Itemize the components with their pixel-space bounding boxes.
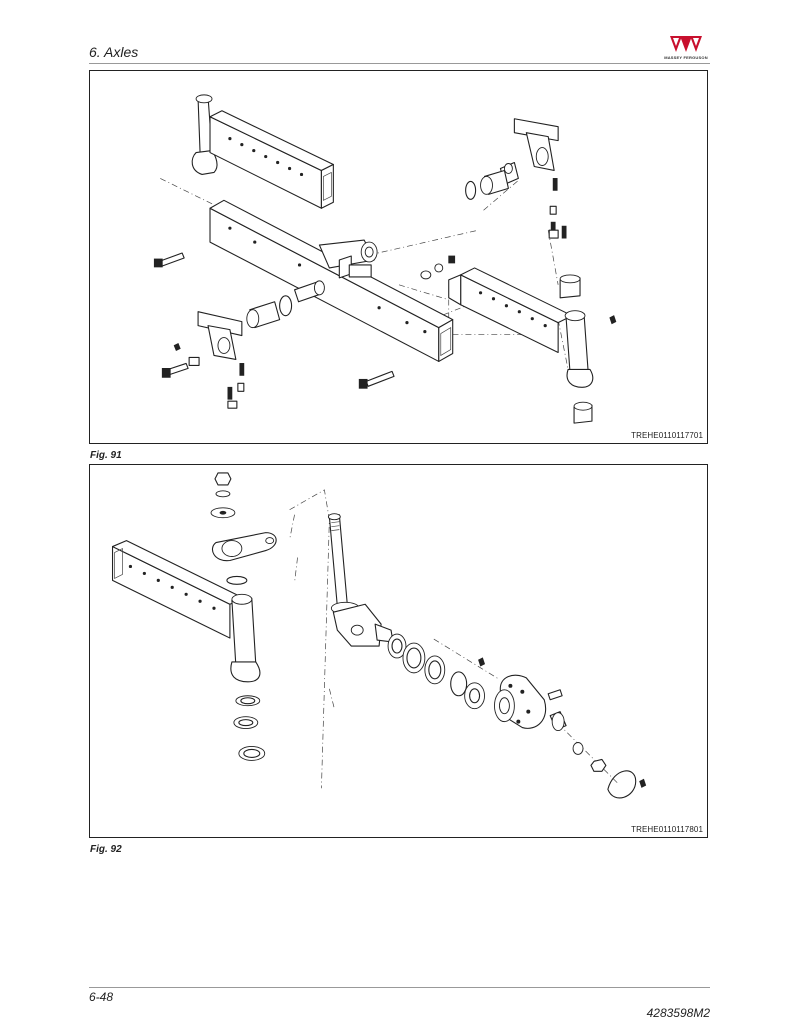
beam-bolts xyxy=(153,252,395,389)
steering-knuckle-hub-drawing xyxy=(111,472,647,799)
page-section-title: 6. Axles xyxy=(89,44,139,60)
right-upper-bracket xyxy=(465,118,567,239)
left-extension-arm xyxy=(191,94,334,209)
page-number: 6-48 xyxy=(89,990,114,1004)
header-rule xyxy=(89,63,710,64)
wheel-hub xyxy=(494,674,567,732)
logo-wordmark: MASSEY FERGUSON xyxy=(664,55,708,60)
figure-91-caption: Fig. 91 xyxy=(90,450,122,461)
left-lower-bracket xyxy=(173,295,293,409)
figure-91-reference-code: TREHE0110117701 xyxy=(631,431,703,440)
hub-retaining-parts xyxy=(572,742,647,799)
axle-beam xyxy=(209,199,454,362)
footer-rule xyxy=(89,987,710,988)
figure-91-exploded-view: TREHE0110117701 xyxy=(89,70,708,444)
figure-92-reference-code: TREHE0110117801 xyxy=(631,825,703,834)
triple-triangle-logo-icon xyxy=(670,36,702,52)
figure-92-exploded-view: TREHE0110117801 xyxy=(89,464,708,838)
front-axle-beam-drawing xyxy=(153,94,617,424)
hub-seal-stack xyxy=(387,633,486,710)
right-extension-arm xyxy=(448,267,617,424)
lower-seal-stack xyxy=(233,695,266,761)
steering-arm-assembly xyxy=(210,472,277,585)
massey-ferguson-logo: MASSEY FERGUSON xyxy=(662,34,710,62)
steering-knuckle xyxy=(327,513,394,647)
nut-washer-set xyxy=(420,255,456,280)
figure-92-caption: Fig. 92 xyxy=(90,844,122,855)
document-number: 4283598M2 xyxy=(646,1006,710,1020)
left-axle-extension xyxy=(111,540,261,683)
